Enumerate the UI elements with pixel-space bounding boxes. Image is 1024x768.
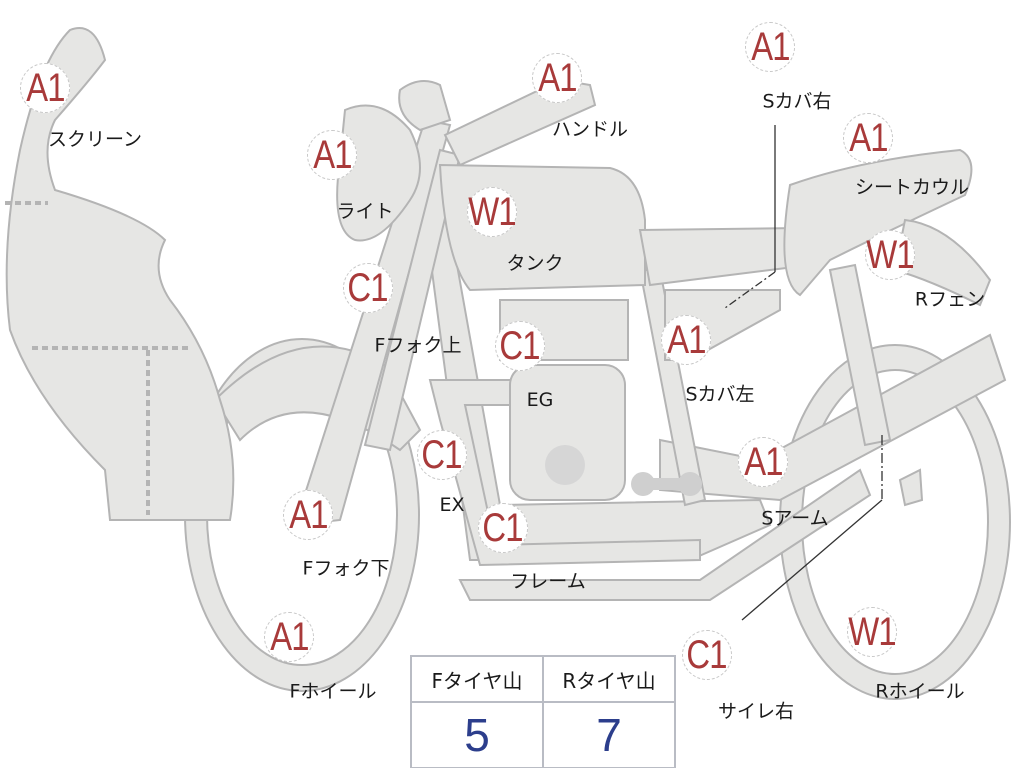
rear-tire-value: 7 — [542, 701, 676, 768]
rear-tire-header: Rタイヤ山 — [542, 655, 676, 703]
grade-text: A1 — [743, 440, 783, 484]
rear-wheel-grade-badge: W1 — [847, 607, 897, 657]
grade-text: A1 — [25, 66, 65, 110]
front-fork-upper-grade-badge: C1 — [343, 263, 393, 313]
engine-shape — [509, 364, 626, 501]
front-tire-value: 5 — [410, 701, 544, 768]
leader-line-silencer-right — [741, 499, 883, 621]
grade-text: A1 — [312, 133, 352, 177]
engine-case-circle — [545, 445, 585, 485]
grade-text: A1 — [269, 615, 309, 659]
rear-shock-shape — [828, 263, 892, 447]
engine-grade-badge: C1 — [495, 321, 545, 371]
front-tire-header: Fタイヤ山 — [410, 655, 544, 703]
grade-text: A1 — [537, 56, 577, 100]
grade-text: C1 — [421, 433, 463, 477]
screen-shape — [5, 27, 235, 521]
handle-grade-badge: A1 — [532, 53, 582, 103]
handle-label: ハンドル — [551, 118, 629, 141]
silencer-shape — [898, 468, 924, 507]
seat-cowl-shape — [783, 148, 973, 297]
side-cover-left-grade-badge: A1 — [661, 315, 711, 365]
side-cover-right-label: Sカバ右 — [762, 90, 832, 113]
exhaust-label: EX — [439, 494, 465, 516]
tank-label: タンク — [506, 252, 564, 275]
grade-text: A1 — [848, 116, 888, 160]
grade-text: A1 — [666, 318, 706, 362]
tank-grade-badge: W1 — [467, 187, 517, 237]
seat-cowl-label: シートカウル — [854, 176, 970, 199]
mirror-shape — [398, 80, 452, 132]
swing-arm-grade-badge: A1 — [738, 437, 788, 487]
screen-grade-badge: A1 — [20, 63, 70, 113]
grade-text: A1 — [288, 493, 328, 537]
seat-cowl-grade-badge: A1 — [843, 113, 893, 163]
front-fork-lower-label: Fフォク下 — [302, 557, 390, 580]
frame-label: フレーム — [510, 570, 586, 593]
light-shape — [336, 104, 421, 242]
light-label: ライト — [336, 200, 394, 223]
grade-text: C1 — [482, 506, 524, 550]
light-grade-badge: A1 — [307, 130, 357, 180]
side-cover-left-label: Sカバ左 — [685, 383, 755, 406]
rear-fender-grade-badge: W1 — [865, 230, 915, 280]
grade-text: W1 — [468, 190, 516, 234]
front-wheel-label: Fホイール — [289, 680, 377, 703]
front-fork-upper-label: Fフォク上 — [374, 334, 462, 357]
grade-text: C1 — [499, 324, 541, 368]
grade-text: A1 — [750, 25, 790, 69]
side-cover-right-grade-badge: A1 — [745, 22, 795, 72]
grade-text: W1 — [866, 233, 914, 277]
grade-text: C1 — [686, 633, 728, 677]
silencer-right-label: サイレ右 — [717, 700, 795, 723]
frame-grade-badge: C1 — [478, 503, 528, 553]
screen-label: スクリーン — [47, 128, 143, 151]
exhaust-grade-badge: C1 — [417, 430, 467, 480]
front-fork-lower-grade-badge: A1 — [283, 490, 333, 540]
silencer-right-grade-badge: C1 — [682, 630, 732, 680]
grade-text: W1 — [848, 610, 896, 654]
rear-fender-label: Rフェン — [914, 288, 986, 311]
engine-label: EG — [526, 389, 554, 411]
tire-tread-table: Fタイヤ山 Rタイヤ山 5 7 — [410, 655, 676, 768]
front-wheel-grade-badge: A1 — [264, 612, 314, 662]
rear-fender-shape — [893, 218, 992, 307]
grade-text: C1 — [347, 266, 389, 310]
frame-lower-shape — [458, 468, 872, 601]
footpeg-shape — [631, 472, 702, 496]
rear-wheel-label: Rホイール — [875, 680, 965, 703]
swing-arm-label: Sアーム — [761, 507, 829, 530]
leader-line-side-cover-right — [724, 271, 776, 309]
